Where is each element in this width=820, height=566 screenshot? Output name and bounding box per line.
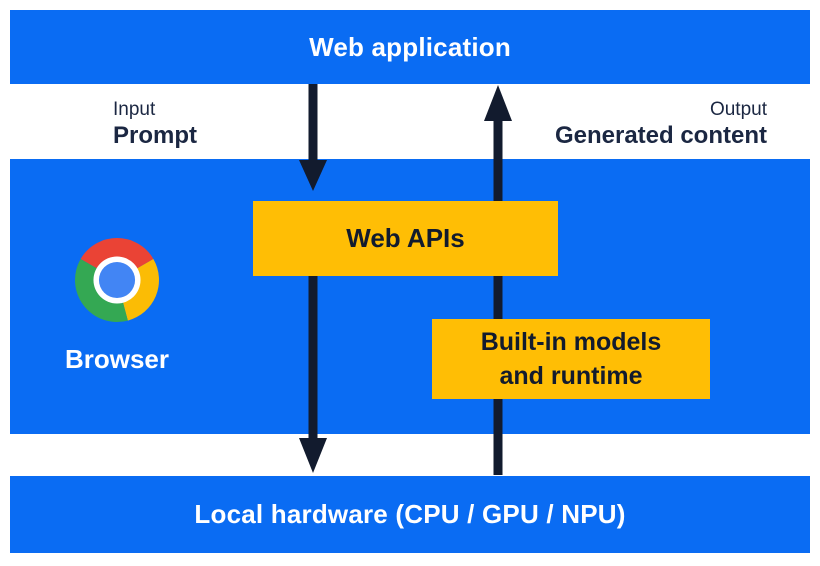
- output-caption: Output: [709, 99, 767, 120]
- output-generated-content-label: Generated content: [554, 122, 767, 149]
- input-prompt-label: Prompt: [113, 122, 197, 149]
- web-application-bar: Web application: [10, 10, 810, 84]
- builtin-models-label-line1: Built-in models: [480, 328, 662, 356]
- input-label-group: Input Prompt: [113, 98, 197, 150]
- builtin-models-box: Built-in models and runtime: [432, 319, 710, 399]
- output-label-group: Output Generated content: [555, 98, 767, 150]
- builtin-models-label-line2: and runtime: [499, 362, 643, 390]
- web-apis-box: Web APIs: [253, 201, 558, 276]
- local-hardware-label: Local hardware (CPU / GPU / NPU): [194, 499, 626, 529]
- down-arrow-icon: [299, 84, 327, 473]
- up-arrow-icon: [484, 85, 512, 475]
- web-application-label: Web application: [309, 31, 511, 62]
- chrome-browser-icon: [75, 238, 159, 322]
- browser-label: Browser: [64, 344, 170, 374]
- web-apis-label: Web APIs: [346, 223, 465, 253]
- local-hardware-bar: Local hardware (CPU / GPU / NPU): [10, 476, 810, 553]
- input-caption: Input: [113, 99, 156, 120]
